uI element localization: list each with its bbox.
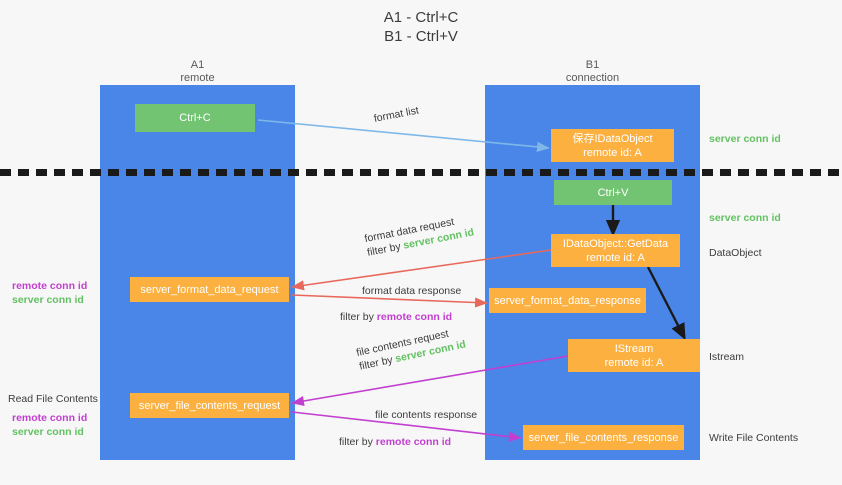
column-a1-sub: remote [180,72,215,84]
node-server-format-data-request[interactable]: server_format_data_request [130,277,289,302]
remote-conn-id-ref-1: remote conn id [376,311,453,323]
edge-label-file-contents-request-group: file contents request filter by server c… [355,324,467,374]
node-server-file-contents-response-label: server_file_contents_response [528,431,679,444]
node-istream-line2: remote id: A [604,356,664,369]
node-server-format-data-response[interactable]: server_format_data_response [489,288,646,313]
node-server-format-data-request-label: server_format_data_request [140,283,279,296]
node-getdata-line2: remote id: A [586,251,645,264]
title-line-2: B1 - Ctrl+V [384,28,458,45]
remote-conn-id-ref-2: remote conn id [375,436,452,448]
node-ctrl-c-label: Ctrl+C [179,112,211,124]
side-label-write-file-contents: Write File Contents [709,432,799,444]
node-getdata-line1: IDataObject::GetData [562,237,669,250]
edge-label-format-data-response: format data response [362,285,462,297]
diagram-title: A1 - Ctrl+C B1 - Ctrl+V [0,8,842,46]
side-label-istream: Istream [709,351,745,363]
side-label-server-conn-id-mid: server conn id [709,212,781,224]
node-ctrl-v-label: Ctrl+V [597,186,629,199]
node-save-idataobject[interactable]: 保存IDataObject remote id: A [551,129,674,162]
node-idataobject-getdata[interactable]: IDataObject::GetData remote id: A [551,234,680,267]
node-save-idataobject-line1: 保存IDataObject [572,132,653,145]
edge-filter-format-data-response: filter by remote conn id [340,310,461,324]
side-label-server-conn-id-1: server conn id [12,294,84,306]
side-label-dataobject: DataObject [709,247,762,259]
edge-label-format-list: format list [372,104,420,125]
node-istream-line1: IStream [614,342,654,355]
side-label-server-conn-id-top: server conn id [709,133,781,145]
column-header-a1: A1 remote [100,59,295,85]
edge-label-file-contents-response: file contents response [375,409,478,421]
phase-divider [0,169,842,176]
side-label-remote-conn-id-1: remote conn id [12,280,88,292]
side-label-server-conn-id-2: server conn id [12,426,84,438]
side-label-remote-conn-id-2: remote conn id [12,412,88,424]
node-ctrl-v[interactable]: Ctrl+V [554,180,672,205]
column-a1-name: A1 [190,59,205,71]
filter-by-text-2: filter by [340,311,377,323]
filter-by-text-4: filter by [339,436,376,448]
node-server-file-contents-request-label: server_file_contents_request [138,399,281,412]
edge-label-format-data-request-group: format data request filter by server con… [363,212,476,260]
side-label-group-format: remote conn id server conn id [12,279,87,307]
node-save-idataobject-line2: remote id: A [583,146,642,159]
side-label-read-file-contents: Read File Contents [8,393,98,405]
node-server-format-data-response-label: server_format_data_response [494,294,641,307]
node-server-file-contents-response[interactable]: server_file_contents_response [523,425,684,450]
column-header-b1: B1 connection [485,59,700,85]
title-line-1: A1 - Ctrl+C [383,9,459,26]
column-b1-name: B1 [585,59,600,71]
edge-filter-file-contents-response: filter by remote conn id [339,435,477,449]
column-b1-sub: connection [565,72,620,84]
side-label-group-file: remote conn id server conn id [12,411,87,439]
edge-label-format-data-response-group: format data response filter by remote co… [340,284,462,324]
edge-label-file-contents-response-group: file contents response filter by remote … [339,408,478,449]
node-istream[interactable]: IStream remote id: A [568,339,700,372]
node-server-file-contents-request[interactable]: server_file_contents_request [130,393,289,418]
node-ctrl-c[interactable]: Ctrl+C [135,104,255,132]
